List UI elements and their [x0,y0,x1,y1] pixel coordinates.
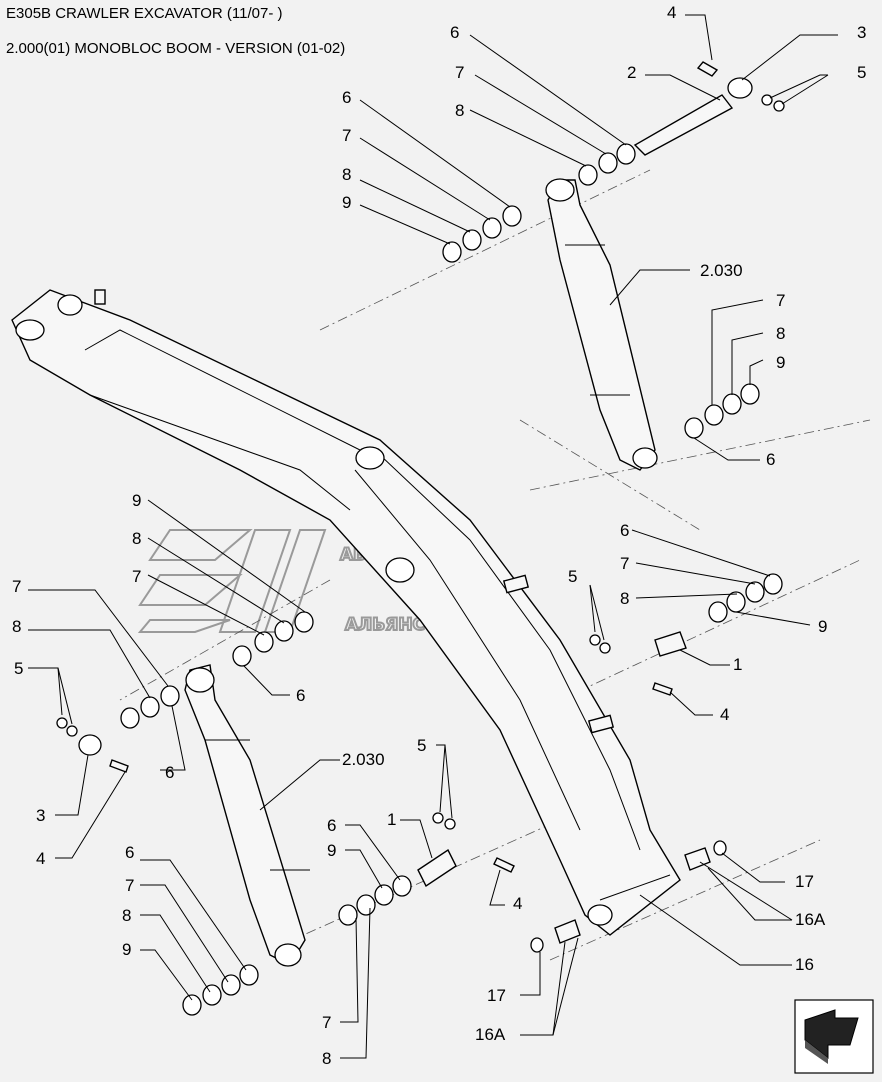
callout-6-bottom-mid: 6 [327,816,336,835]
callout-9-right-mid: 9 [818,617,827,636]
boom-cylinder-mount [355,446,385,470]
callout-8-right-mid: 8 [620,589,629,608]
callout-6-right: 6 [766,450,775,469]
callout-9-bottom-mid: 9 [327,841,336,860]
callout-6-left-mid: 6 [296,686,305,705]
boom-centre-bore [385,557,415,583]
callout-2030-lower: 2.030 [342,750,385,769]
callout-8-bottom: 8 [322,1049,331,1068]
group-title: 2.000(01) MONOBLOC BOOM - VERSION (01-02… [6,40,346,57]
callout-6-right-mid: 6 [620,521,629,540]
boom-nose-bore [587,904,613,926]
callout-5-left: 5 [14,659,23,678]
boom-foot-pin-bore [15,319,45,341]
callout-9-upper-left: 9 [342,193,351,212]
callout-9-right: 9 [776,353,785,372]
callout-8-top: 8 [455,101,464,120]
callout-3-left: 3 [36,806,45,825]
callout-1-right-mid: 1 [733,655,742,674]
callout-7-top: 7 [455,63,464,82]
leader-lines [28,14,838,1059]
callout-7-right-mid: 7 [620,554,629,573]
callout-4-left: 4 [36,849,45,868]
callout-8-right: 8 [776,324,785,343]
callout-17-bottom: 17 [487,986,506,1005]
model-title: E305B CRAWLER EXCAVATOR (11/07- ) [6,5,283,22]
callout-2-top: 2 [627,63,636,82]
callout-7-bottom-left: 7 [125,876,134,895]
callout-17-right: 17 [795,872,814,891]
callout-4-top: 4 [667,3,676,22]
callout-8-left-mid: 8 [132,529,141,548]
boom-cylinder-upper [545,178,658,471]
callout-6-left-second: 6 [165,763,174,782]
watermark-line2: АЛЬЯНС [345,615,425,635]
callout-5-bottom-mid: 5 [417,736,426,755]
boom-cylinder-lower [184,664,310,967]
callout-16-right: 16 [795,955,814,974]
pins [56,61,785,953]
callout-6-top: 6 [450,23,459,42]
callout-3-top: 3 [857,23,866,42]
callout-7-bottom: 7 [322,1013,331,1032]
callout-7-left-mid: 7 [132,567,141,586]
callout-1-bottom-mid: 1 [387,810,396,829]
callout-7-left: 7 [12,577,21,596]
callout-6-upper-left: 6 [342,88,351,107]
shim-stacks [120,143,783,1016]
callout-4-right-mid: 4 [720,705,729,724]
callout-5-right-mid: 5 [568,567,577,586]
callout-4-bottom-mid: 4 [513,894,522,913]
callout-8-bottom-left: 8 [122,906,131,925]
boom [11,289,681,936]
callout-5-top: 5 [857,63,866,82]
callout-16a-right: 16A [795,910,826,929]
callout-8-upper-left: 8 [342,165,351,184]
callout-9-bottom-left: 9 [122,940,131,959]
callout-2030-upper: 2.030 [700,261,743,280]
callout-7-right: 7 [776,291,785,310]
boom-foot-eye [57,294,83,316]
callout-labels: 4 6 3 7 2 5 8 6 7 8 9 2.030 7 8 9 6 6 7 … [12,3,866,1068]
callout-8-left: 8 [12,617,21,636]
callout-9-left-mid: 9 [132,491,141,510]
centerlines [119,169,871,961]
callout-16a-bottom: 16A [475,1025,506,1044]
callout-6-bottom-left: 6 [125,843,134,862]
callout-7-upper-left: 7 [342,126,351,145]
next-page-arrow-icon[interactable] [794,999,874,1074]
